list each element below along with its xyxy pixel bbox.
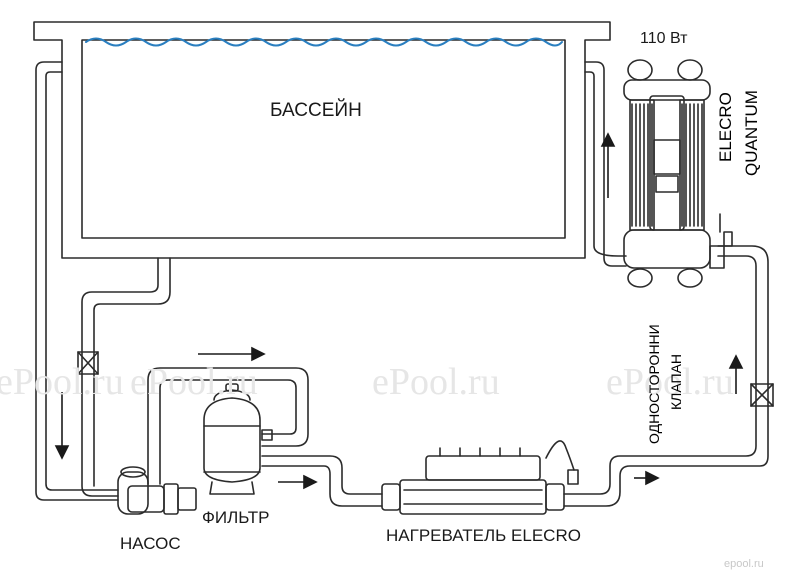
corner-logo: epool.ru	[724, 558, 764, 570]
pipe-heater-to-check-valve	[563, 255, 757, 495]
label-unit-line2: QUANTUM	[742, 90, 761, 176]
check-valve	[750, 383, 774, 407]
sand-filter	[203, 383, 273, 495]
electric-heater	[381, 440, 579, 515]
pipe-left-return	[35, 61, 119, 501]
label-valve-line1: ОДНОСТОРОННИ	[646, 324, 662, 444]
label-heater: НАГРЕВАТЕЛЬ ELECRO	[386, 526, 581, 545]
flow-arrow-up-right	[728, 354, 744, 394]
pool-water-wave	[85, 37, 563, 47]
watermark-3: ePool.ru	[372, 361, 500, 403]
flow-arrow-right-filter	[278, 474, 318, 490]
label-filter: ФИЛЬТР	[202, 508, 270, 527]
watermark-4: ePool.ru	[606, 361, 734, 403]
watermark-2: ePool.ru	[130, 361, 258, 403]
pipe-unit-to-pool	[584, 61, 627, 267]
label-valve-line2: КЛАПАН	[668, 353, 684, 410]
pool-basin	[33, 21, 611, 259]
pipe-drain	[81, 257, 159, 497]
flow-arrow-right-top	[198, 346, 266, 362]
pool-inner-wall	[81, 39, 566, 239]
flow-arrow-down-left	[54, 392, 70, 460]
pump-body	[117, 466, 197, 515]
pipe-filter-to-heater	[261, 455, 383, 495]
pipe-pump-to-filter	[147, 367, 309, 485]
watermark-1: ePool.ru	[0, 361, 124, 403]
elecro-quantum-unit	[623, 59, 733, 288]
label-pump: НАСОС	[120, 534, 181, 553]
label-power: 110 Вт	[640, 30, 688, 47]
label-pool: БАССЕЙН	[270, 100, 362, 121]
label-unit-line1: ELECRO	[716, 92, 735, 162]
flow-arrow-right-after-heater	[634, 470, 660, 486]
drain-valve	[77, 351, 99, 375]
flow-arrow-up-unit	[600, 132, 616, 198]
